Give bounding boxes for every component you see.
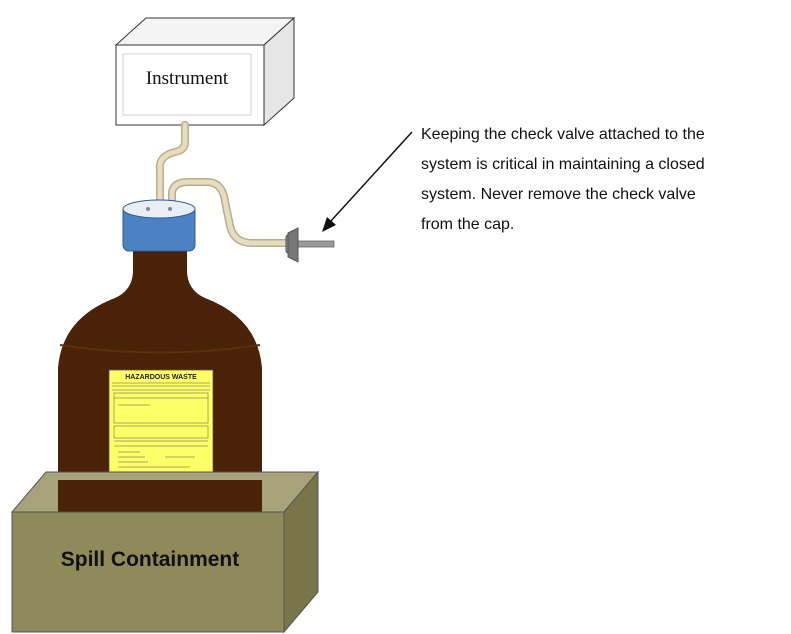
containment-label: Spill Containment xyxy=(61,548,240,571)
check-valve-flange xyxy=(287,227,299,263)
instrument-label-panel xyxy=(122,53,252,116)
instrument-box-top xyxy=(114,17,296,46)
bottle-cap-top xyxy=(122,199,196,219)
instrument-box: Instrument xyxy=(114,16,296,127)
callout-arrow xyxy=(322,131,413,232)
instrument-label: Instrument xyxy=(146,68,229,89)
spill-containment-box: Spill Containment xyxy=(10,470,320,634)
waste-label-title: HAZARDOUS WASTE xyxy=(125,374,197,381)
tube-instrument-to-cap xyxy=(157,122,188,208)
check-valve-callout-text: Keeping the check valve attached to the … xyxy=(421,126,705,233)
check-valve xyxy=(285,227,335,263)
tube-cap-to-valve xyxy=(169,179,295,246)
tubing xyxy=(155,121,296,247)
containment-front-face xyxy=(11,511,285,633)
bottle-shoulder-highlight xyxy=(59,344,261,354)
check-valve-stem xyxy=(295,240,335,248)
